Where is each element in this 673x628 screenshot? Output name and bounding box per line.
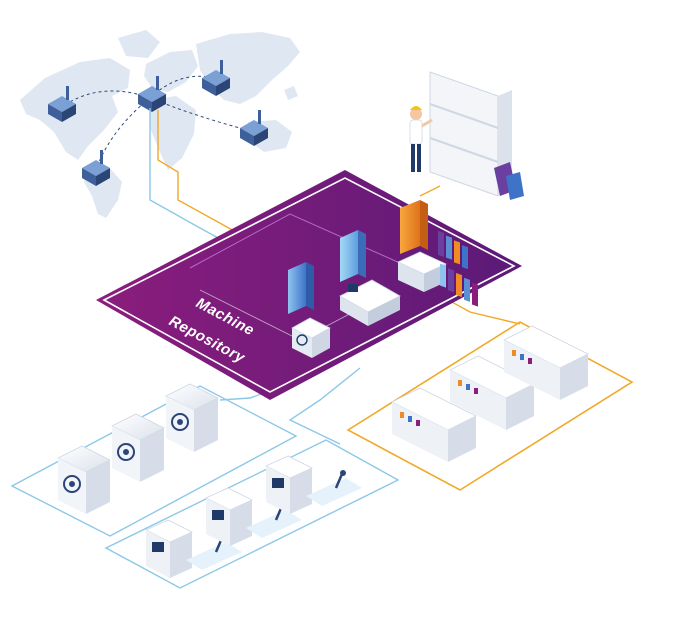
hard-hat-icon [410,106,422,110]
shelf-book [472,282,478,307]
robot-cell-cluster [104,439,400,589]
gear-unit [57,445,111,514]
gear-icon [63,475,81,493]
server-cabinet [503,325,589,400]
book-orange [400,200,428,254]
shelf-book [438,230,444,257]
factory-icon [48,86,76,122]
platform-machine-conveyor [339,279,401,326]
factory-icon [138,76,166,112]
platform-machine-press [397,251,447,292]
shelf-book [448,268,454,293]
book-blue-1 [288,262,314,314]
shelf-book [446,235,452,260]
operator-person [409,106,433,172]
server-cabinet [449,355,535,430]
bookshelf [429,71,524,307]
gear-unit-cluster [10,383,298,537]
machine-repository-platform: Machine Repository [96,170,522,400]
shelf-book [462,245,468,270]
gear-icon [117,443,135,461]
book-blue-2 [340,230,366,282]
factory-icons [48,60,268,186]
factory-icon [82,150,110,186]
factory-icon [240,110,268,146]
orange-connector-library [419,185,441,197]
blue-connector-robots [288,367,361,445]
server-cabinet [391,387,477,462]
shelf-book [440,263,446,288]
shelf-book [454,240,460,265]
robot-cell [265,455,362,514]
platform-machine-cube [291,317,331,358]
gear-icon [171,413,189,431]
factory-icon [202,60,230,96]
gear-unit [111,413,165,482]
shelf-book [456,273,462,298]
robot-cell [205,487,302,546]
robot-cell [145,519,242,578]
falling-book [506,172,524,200]
server-cluster [346,321,634,491]
shelf-book [464,277,470,302]
gear-unit [165,383,219,452]
